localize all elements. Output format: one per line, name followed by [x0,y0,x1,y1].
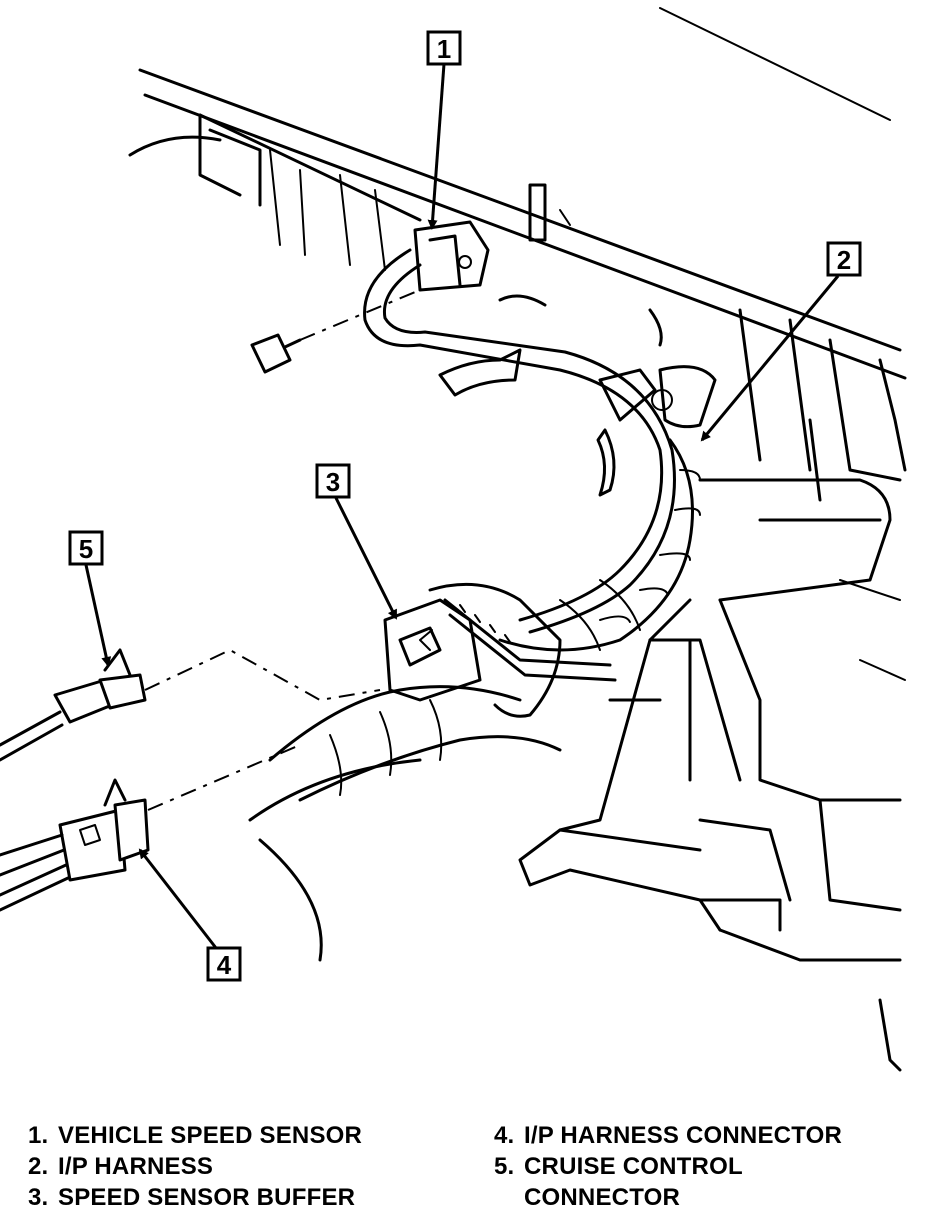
legend-item: 2. I/P HARNESS [28,1151,362,1182]
svg-text:1: 1 [437,34,451,64]
legend-number: 4. [494,1122,515,1149]
legend-label: I/P HARNESS CONNECTOR [524,1122,843,1149]
callout-5: 5 [68,530,104,566]
legend-number: 5. [494,1153,515,1180]
callout-arrow-3 [334,497,398,620]
legend-label: I/P HARNESS [58,1153,214,1180]
legend-item: 1. VEHICLE SPEED SENSOR [28,1120,362,1151]
speed-sensor-buffer [383,582,617,718]
lower-harness [248,579,641,962]
legend-right: 4. I/P HARNESS CONNECTOR 5. CRUISE CONTR… [494,1120,842,1213]
dashboard-panel [128,7,907,482]
legend-item: 3. SPEED SENSOR BUFFER [28,1182,362,1213]
ip-harness [363,248,717,652]
ip-harness-connector [0,744,301,912]
legend-label: CRUISE CONTROL CONNECTOR [524,1153,743,1211]
legend-label: VEHICLE SPEED SENSOR [58,1122,363,1149]
callout-2: 2 [826,241,862,277]
svg-text:3: 3 [326,467,340,497]
svg-text:2: 2 [837,245,851,275]
callout-arrow-5 [84,564,112,667]
callout-arrow-2 [700,275,840,442]
vehicle-speed-sensor [413,220,490,292]
legend-number: 1. [28,1122,49,1149]
callout-arrow-1 [427,63,446,230]
legend-label: SPEED SENSOR BUFFER [58,1184,356,1211]
legend-item: 4. I/P HARNESS CONNECTOR [494,1120,842,1151]
bolt [250,289,421,374]
legend-item: 5. CRUISE CONTROL CONNECTOR [494,1151,842,1213]
callout-1: 1 [426,30,462,66]
callout-4: 4 [206,946,242,982]
legend-number: 3. [28,1184,49,1211]
svg-text:4: 4 [217,950,232,980]
support-bracket [518,418,906,1072]
legend-number: 2. [28,1153,49,1180]
callout-arrow-4 [138,848,218,949]
legend-left: 1. VEHICLE SPEED SENSOR 2. I/P HARNESS 3… [28,1120,362,1213]
callout-3: 3 [315,463,351,499]
svg-text:5: 5 [79,534,93,564]
cruise-control-connector [0,648,381,762]
